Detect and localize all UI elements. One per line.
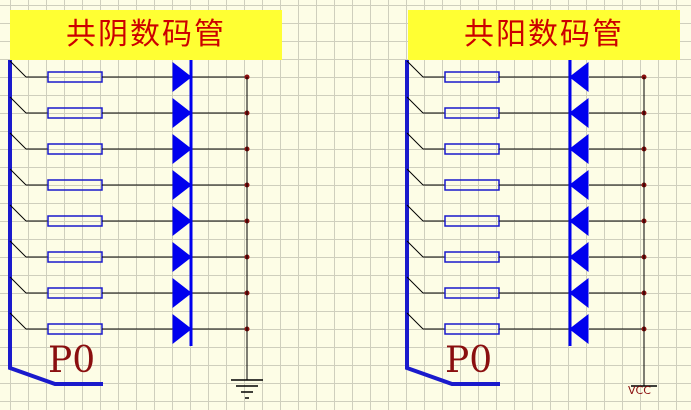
led-segment-3 [172,169,192,201]
bus-entry-4 [406,204,424,222]
bus-entry-2 [406,132,424,150]
resistor-1 [444,107,500,119]
bus-entry-7 [9,312,27,330]
led-segment-5 [569,241,589,273]
common-anode-title: 共阳数码管 [408,10,680,60]
resistor-2 [47,143,103,155]
data-bus [8,60,103,386]
led-segment-0 [172,61,192,93]
resistor-3 [47,179,103,191]
port-label-left: P0 [48,340,96,381]
bus-entry-0 [9,60,27,78]
resistor-6 [444,287,500,299]
bus-entry-2 [9,132,27,150]
bus-entry-7 [406,312,424,330]
led-segment-1 [172,97,192,129]
led-segment-4 [569,205,589,237]
port-label-right: P0 [445,340,493,381]
resistor-0 [47,71,103,83]
led-segment-5 [172,241,192,273]
bus-entry-6 [9,276,27,294]
resistor-4 [444,215,500,227]
vcc-label: VCC [628,384,651,397]
resistor-7 [444,323,500,335]
bus-entry-3 [9,168,27,186]
bus-entry-5 [406,240,424,258]
resistor-3 [444,179,500,191]
bus-entry-1 [406,96,424,114]
resistor-2 [444,143,500,155]
common-anode-circuit [405,60,657,387]
resistor-1 [47,107,103,119]
bus-entry-3 [406,168,424,186]
resistor-5 [47,251,103,263]
led-segment-4 [172,205,192,237]
bus-entry-4 [9,204,27,222]
led-segment-2 [569,133,589,165]
resistor-6 [47,287,103,299]
resistor-4 [47,215,103,227]
resistor-0 [444,71,500,83]
led-segment-7 [569,313,589,345]
common-cathode-title: 共阴数码管 [10,10,282,60]
bus-entry-1 [9,96,27,114]
led-segment-6 [569,277,589,309]
led-segment-1 [569,97,589,129]
resistor-5 [444,251,500,263]
bus-entry-5 [9,240,27,258]
led-segment-0 [569,61,589,93]
data-bus [405,60,500,386]
led-segment-6 [172,277,192,309]
bus-entry-6 [406,276,424,294]
resistor-7 [47,323,103,335]
common-cathode-circuit [8,60,263,399]
bus-entry-0 [406,60,424,78]
led-segment-2 [172,133,192,165]
led-segment-7 [172,313,192,345]
led-segment-3 [569,169,589,201]
